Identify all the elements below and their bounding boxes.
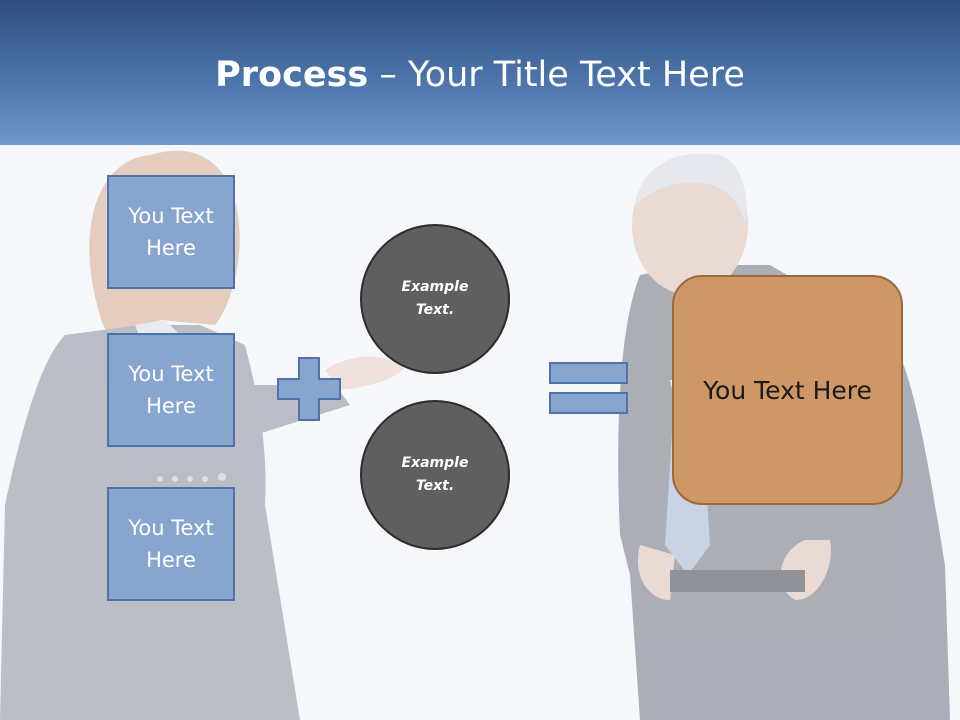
title-bold: Process [215, 55, 369, 95]
text-box-3-label: You Text Here [128, 516, 214, 572]
text-box-1[interactable]: You Text Here [107, 175, 235, 289]
equals-icon [549, 362, 628, 414]
title-rest: – Your Title Text Here [368, 55, 745, 95]
plus-icon [277, 357, 341, 421]
example-circle-1-label: Example Text. [401, 279, 469, 318]
text-box-3[interactable]: You Text Here [107, 487, 235, 601]
example-circle-2[interactable]: Example Text. [360, 400, 510, 550]
slide-content: You Text Here You Text Here You Text Her… [0, 145, 960, 720]
example-circle-1[interactable]: Example Text. [360, 224, 510, 374]
result-box-label: You Text Here [703, 375, 872, 405]
example-circle-2-label: Example Text. [401, 455, 469, 494]
text-box-2[interactable]: You Text Here [107, 333, 235, 447]
text-box-2-label: You Text Here [128, 362, 214, 418]
text-box-1-label: You Text Here [128, 204, 214, 260]
slide-header: Process – Your Title Text Here [0, 0, 960, 145]
result-box[interactable]: You Text Here [672, 275, 903, 505]
slide-title: Process – Your Title Text Here [0, 52, 960, 98]
